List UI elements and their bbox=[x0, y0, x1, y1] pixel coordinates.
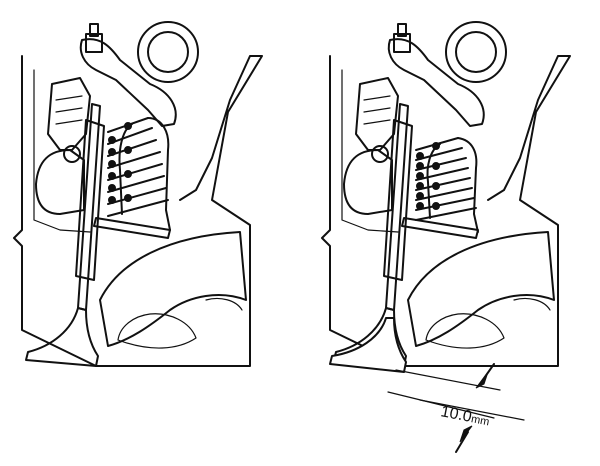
arrowhead-top-icon bbox=[475, 371, 489, 389]
valve-head-open bbox=[329, 317, 407, 373]
arrow-bottom-icon bbox=[455, 431, 469, 453]
valve-spring-right bbox=[415, 137, 479, 233]
dimension-line bbox=[419, 399, 525, 421]
arrowhead-bottom-icon bbox=[459, 425, 473, 443]
valve-lift-measurement: 10.0mm bbox=[387, 363, 525, 453]
measurement-label: 10.0mm bbox=[439, 403, 491, 429]
extension-line-bottom bbox=[387, 391, 495, 419]
panel-valve-open bbox=[321, 21, 571, 373]
valve-spring-left bbox=[107, 117, 171, 231]
panel-valve-closed bbox=[13, 21, 263, 367]
extension-line-top bbox=[395, 369, 501, 391]
cylinder-head-section-left bbox=[13, 21, 263, 367]
